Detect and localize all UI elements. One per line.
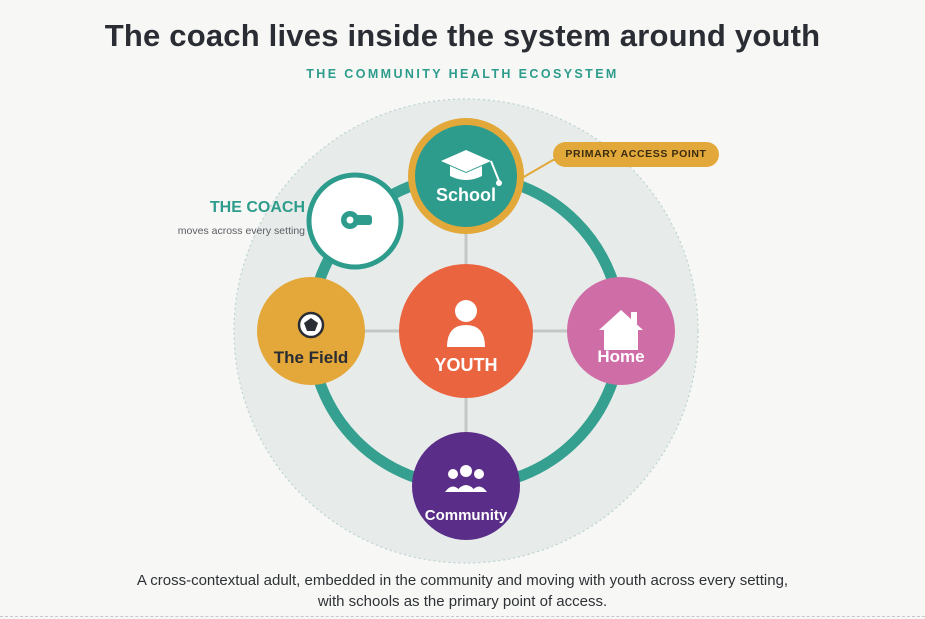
youth-node: YOUTH [399, 264, 533, 398]
coach-node [306, 172, 404, 270]
whistle-icon [341, 211, 372, 229]
coach-title: THE COACH [209, 199, 305, 216]
caption-line-1: A cross-contextual adult, embedded in th… [136, 572, 789, 589]
page-subtitle: THE COMMUNITY HEALTH ECOSYSTEM [306, 67, 619, 81]
youth-label: YOUTH [435, 355, 498, 375]
school-label: School [436, 185, 496, 205]
page-title: The coach lives inside the system around… [104, 18, 821, 53]
field-label: The Field [274, 348, 349, 367]
house-icon [599, 310, 643, 350]
home-label: Home [597, 347, 644, 366]
home-node: Home [567, 277, 675, 385]
bottom-divider [0, 616, 925, 617]
community-node: Community [412, 432, 520, 540]
caption: A cross-contextual adult, embedded in th… [0, 570, 925, 612]
people-group-icon [445, 465, 487, 492]
caption-line-2: with schools as the primary point of acc… [317, 593, 608, 610]
soccer-ball-icon [297, 311, 325, 339]
school-node: School [408, 118, 524, 234]
community-label: Community [425, 507, 508, 524]
person-icon [447, 300, 485, 347]
coach-subtitle: moves across every setting [177, 225, 305, 237]
primary-access-badge: PRIMARY ACCESS POINT [553, 142, 719, 167]
graduation-cap-icon [441, 150, 502, 186]
field-node: The Field [257, 277, 365, 385]
